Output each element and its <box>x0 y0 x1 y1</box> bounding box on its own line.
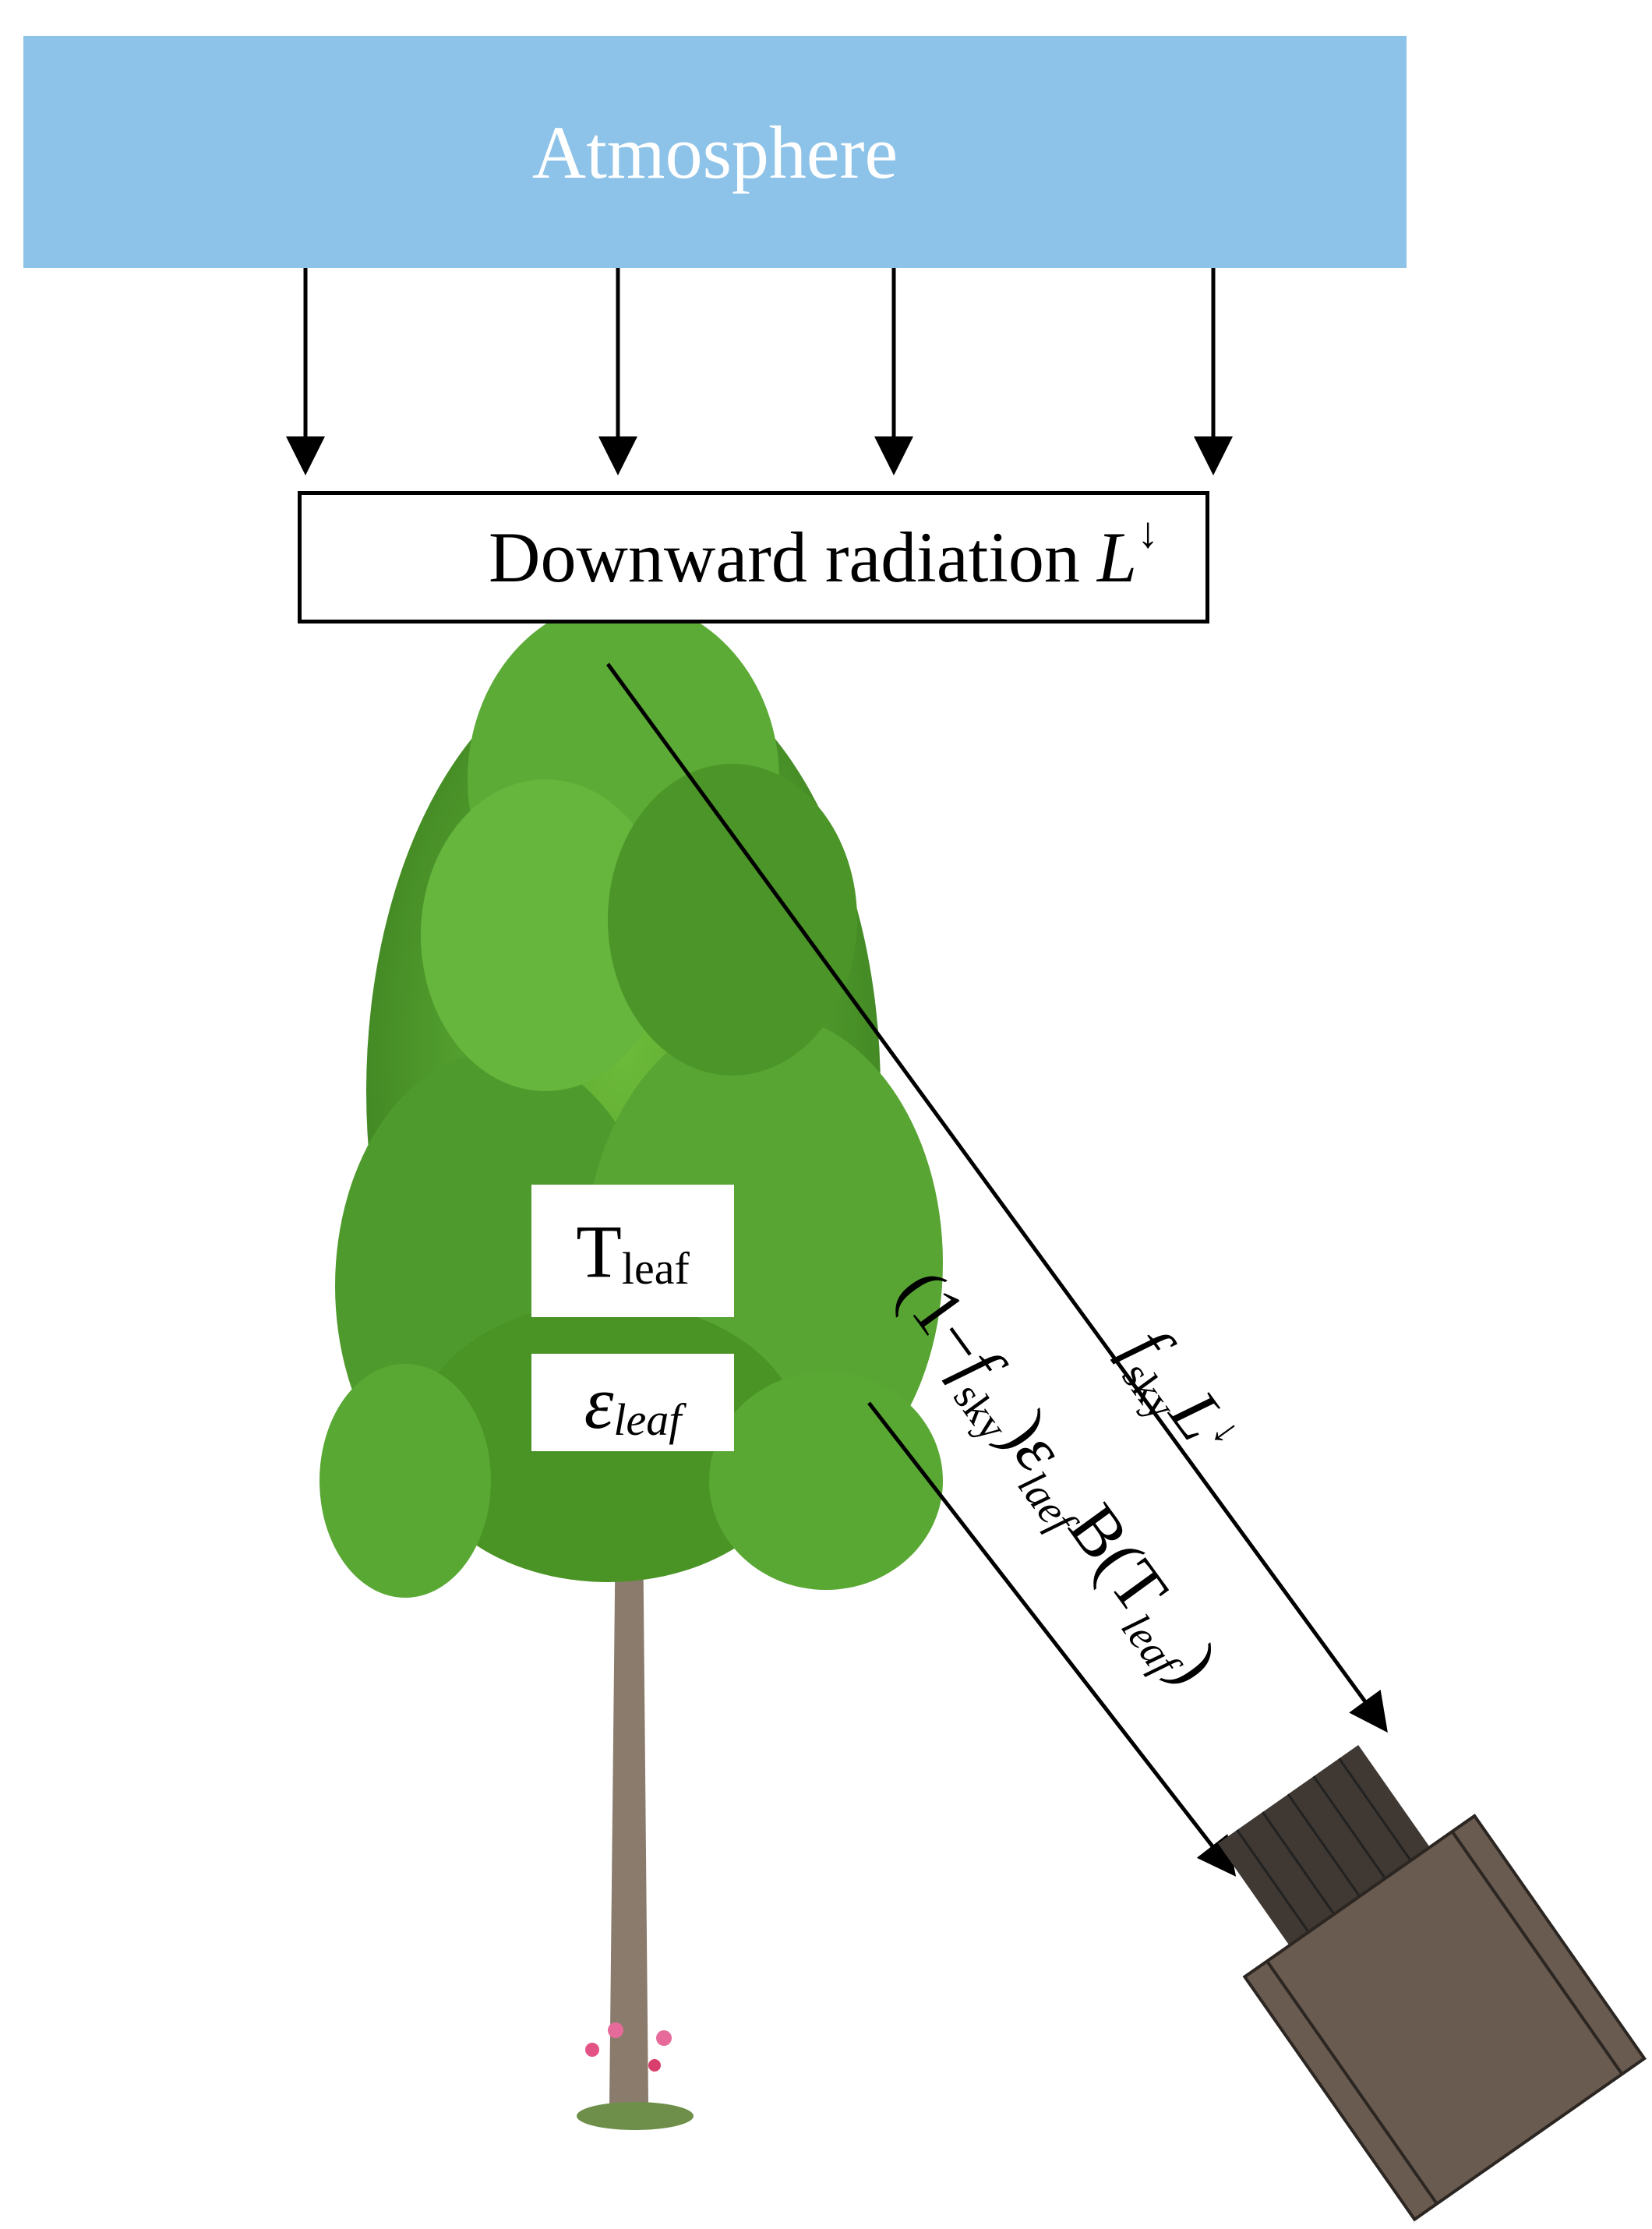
tree-trunk <box>609 1520 648 2104</box>
atmosphere-label: Atmosphere <box>531 110 898 194</box>
atmosphere-band: Atmosphere <box>23 36 1407 268</box>
downward-radiation-symbol: L↓ <box>1096 509 1159 597</box>
emitted-radiation-arrow <box>867 1401 1237 1877</box>
tree-foliage <box>319 600 943 1598</box>
tree-base-flowers <box>577 2022 694 2130</box>
downward-radiation-box: Downward radiation L↓ <box>298 491 1209 623</box>
thermal-camera <box>1217 1745 1647 2222</box>
downward-radiation-label: Downward radiation <box>489 518 1080 597</box>
sky-radiation-arrow <box>605 662 1388 1733</box>
